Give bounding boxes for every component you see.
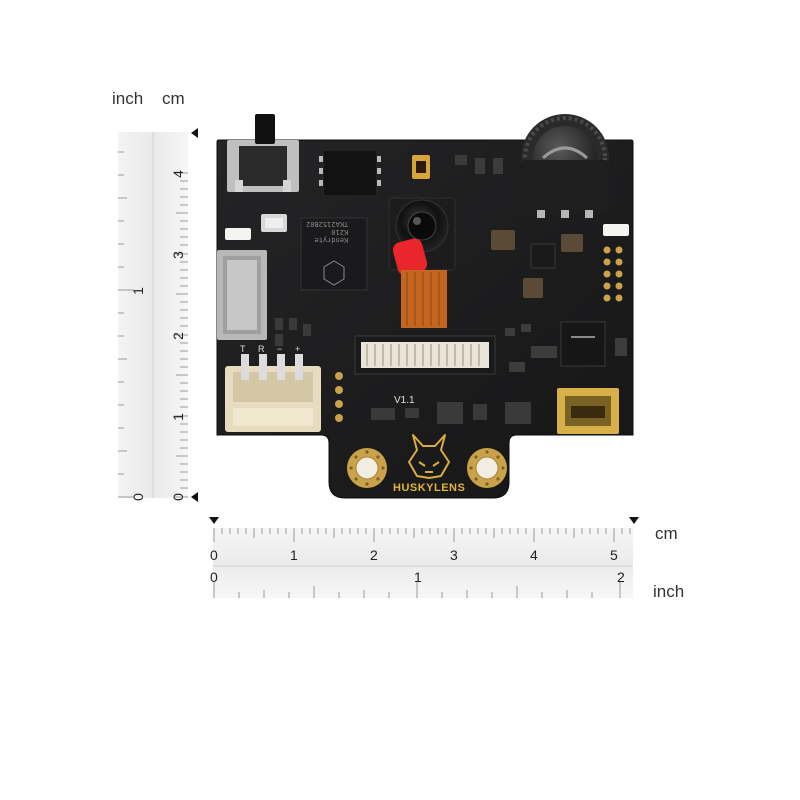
k210-processor-chip — [300, 217, 368, 291]
hruler-cm-label: 1 — [290, 547, 298, 563]
chip-text-line: Kendryte — [314, 236, 349, 244]
board-brand-label: HUSKYLENS — [393, 482, 466, 494]
function-knob — [521, 114, 609, 218]
k210-chip-text: Kendryte K210 TKA2152B02 — [306, 220, 348, 244]
chip-text-line: TKA2152B02 — [306, 220, 349, 228]
hruler-cm-label: 0 — [210, 547, 218, 563]
uart-connector — [225, 354, 321, 432]
board-version-label: V1.1 — [394, 395, 415, 406]
hruler-cm-label: 2 — [370, 547, 378, 563]
right-edge-marker-icon — [629, 517, 639, 524]
vertical-ruler-graphic — [118, 132, 188, 498]
vruler-inch-label: 1 — [130, 287, 146, 295]
vertical-ruler — [118, 132, 188, 498]
pin-label-t: T — [240, 344, 246, 354]
white-led-right — [603, 224, 629, 236]
vruler-cm-label: 2 — [170, 332, 186, 340]
camera-flex-cable — [401, 270, 447, 328]
horizontal-ruler-graphic — [213, 528, 633, 598]
cm-unit-label-horizontal: cm — [655, 524, 678, 543]
hruler-cm-label: 5 — [610, 547, 618, 563]
vruler-cm-label: 1 — [170, 413, 186, 421]
left-edge-marker-icon — [209, 517, 219, 524]
cm-unit-label-vertical: cm — [162, 89, 185, 108]
display-fpc-connector — [354, 335, 496, 375]
vruler-cm-label: 0 — [170, 493, 186, 501]
pin-label-r: R — [258, 344, 265, 354]
mounting-hole-right — [467, 448, 507, 488]
board-graphic — [216, 114, 634, 499]
flash-chip — [322, 149, 378, 197]
mounting-hole-left — [347, 448, 387, 488]
vruler-cm-label: 4 — [170, 170, 186, 178]
husky-logo-icon — [408, 434, 450, 479]
vruler-inch-label: 0 — [130, 493, 146, 501]
chip-text-line: K210 — [331, 228, 349, 236]
micro-usb-port — [557, 388, 619, 434]
hruler-inch-label: 1 — [414, 569, 422, 585]
hruler-inch-label: 0 — [210, 569, 218, 585]
camera-lens — [388, 197, 456, 276]
hruler-cm-label: 3 — [450, 547, 458, 563]
white-led-left — [225, 228, 251, 240]
push-button — [227, 114, 299, 192]
inch-unit-label-horizontal: inch — [653, 582, 685, 601]
vruler-cm-label: 3 — [170, 251, 186, 259]
pin-label-plus: + — [295, 344, 301, 354]
horizontal-ruler — [213, 528, 633, 598]
mcu-chip — [560, 321, 606, 367]
hruler-inch-label: 2 — [617, 569, 625, 585]
huskylens-board — [205, 110, 645, 510]
top-edge-marker-icon — [191, 128, 198, 138]
bottom-edge-marker-icon — [191, 492, 198, 502]
inch-unit-label-vertical: inch — [112, 89, 144, 108]
hruler-cm-label: 4 — [530, 547, 538, 563]
pin-label-minus: − — [277, 344, 283, 354]
sd-card-slot — [217, 250, 267, 340]
